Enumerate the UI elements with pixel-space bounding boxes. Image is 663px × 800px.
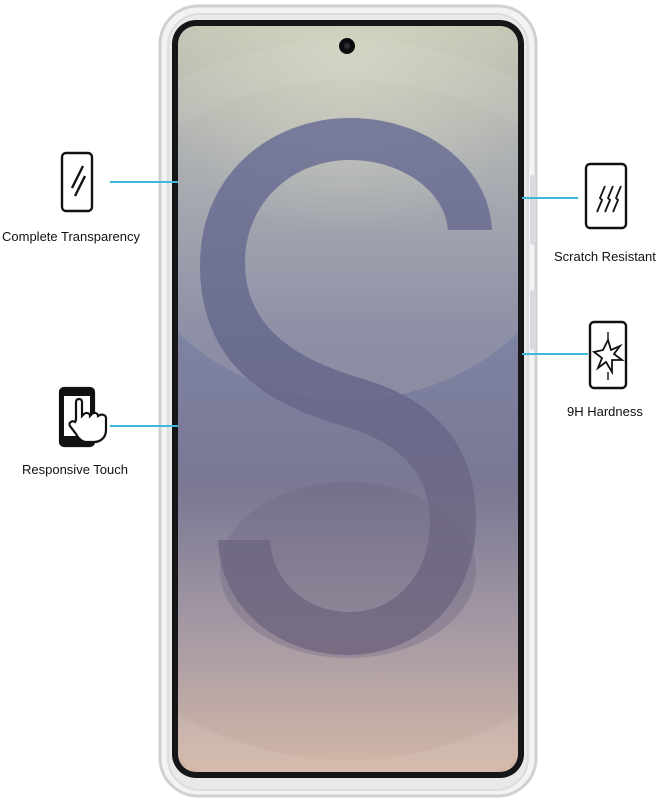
shatter-burst-icon — [588, 320, 628, 390]
scratch-marks-icon — [584, 162, 628, 230]
phone-touch-hand-icon — [58, 386, 108, 448]
s-logo-wallpaper — [200, 118, 492, 655]
case-side-button-upper — [530, 175, 536, 245]
case-side-button-lower — [530, 290, 536, 350]
feature-label-transparency: Complete Transparency — [2, 229, 141, 244]
feature-label-scratch: Scratch Resistant — [554, 249, 656, 264]
phone-screen — [178, 26, 518, 772]
feature-label-hardness: 9H Hardness — [567, 404, 643, 419]
feature-label-touch: Responsive Touch — [22, 462, 128, 477]
phone-glass-shine-icon — [60, 151, 94, 213]
